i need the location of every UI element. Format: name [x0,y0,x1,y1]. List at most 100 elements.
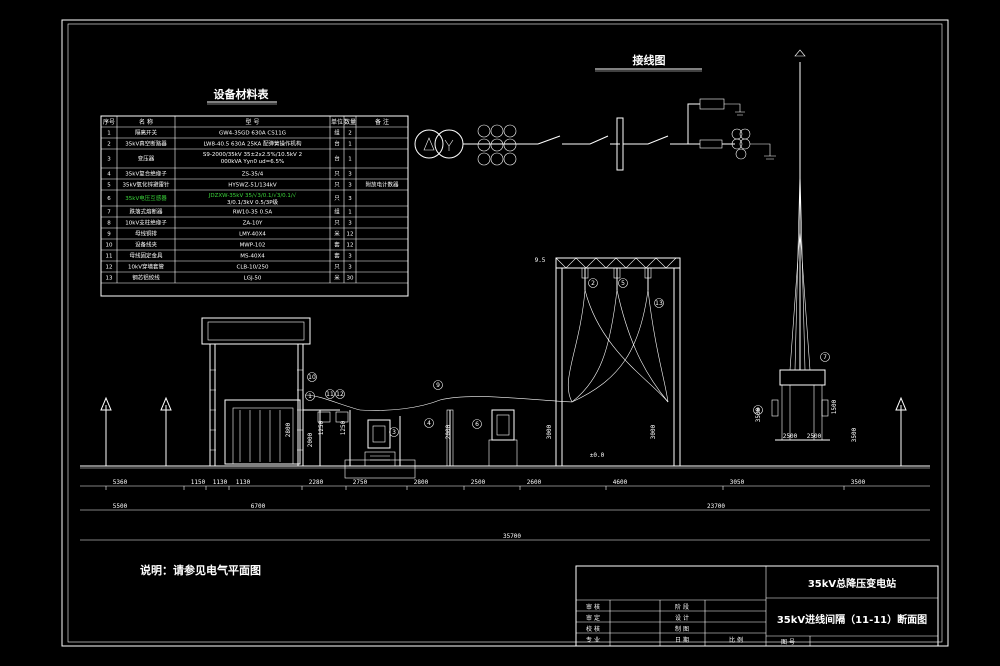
dimension-label: 2750 [353,479,368,486]
table-cell: 1 [348,210,352,216]
table-cell: GW4-35GD 630A CS11G [219,131,286,137]
table-cell: RW10-35 0.5A [233,210,273,216]
dimension-label: 1130 [213,479,228,486]
table-cell: 10kV穿墙套管 [128,263,164,271]
table-cell: CLB-10/250 [236,265,269,271]
tb-label-date: 日 期 [675,636,689,644]
switchgear-building [201,317,311,466]
table-cell: 套 [334,252,340,260]
dimension-label: 5360 [113,479,128,486]
table-cell: 3 [348,265,352,271]
table-cell: 35kV复合绝缘子 [125,170,167,178]
table-cell: 米 [334,274,340,282]
tb-label-scale: 比 例 [729,636,743,644]
table-cell: 13 [106,276,113,282]
table-cell: MS-40X4 [240,254,265,260]
dimension-label: 4600 [613,479,628,486]
table-cell: 8 [107,221,111,227]
equipment-marker [654,298,664,308]
table-cell: 10kV支柱绝缘子 [125,219,167,227]
equipment-marker-label: 4 [427,420,431,427]
height-label: 2000 [307,432,314,447]
dimension-total: 35700 [503,533,521,540]
dimension-label: 2280 [309,479,324,486]
table-cell: ZS-35/4 [242,172,264,178]
materials-table-title: 设备材料表 [214,87,270,101]
table-header-cell: 序号 [103,118,115,126]
table-cell: 12 [347,232,354,238]
table-cell: 3 [348,221,352,227]
title-block-drawing-title: 35kV进线间隔（11-11）断面图 [777,613,927,626]
equipment-marker [753,405,763,415]
table-cell: 1 [348,142,352,148]
arrester-symbol [699,98,725,110]
tb-label-check: 审 定 [586,614,600,622]
table-cell: 只 [334,182,340,189]
table-cell: 2 [107,142,111,148]
dimension-label: 1150 [191,479,206,486]
height-label: 3000 [546,424,553,439]
table-header-cell: 备 注 [375,118,389,126]
dimension-label: 23700 [707,503,725,510]
table-cell: 12 [347,243,354,249]
table-header-cell: 数量 [344,118,356,126]
current-transformer-array [477,124,517,166]
height-label: 2000 [445,424,452,439]
table-cell: 台 [334,155,340,163]
tb-label-review: 校 核 [586,625,600,633]
equipment-marker-label: 2 [591,280,595,287]
tb-label-stage: 阶 段 [675,603,689,611]
table-cell: 隔离开关 [135,129,158,137]
table-cell: S9-2000/35kV 35±2x2.5%/10.5kV 2 [203,152,302,158]
dimension-label: 2800 [414,479,429,486]
table-cell: 4 [107,172,111,178]
insulator-supports [399,410,451,466]
equipment-marker-label: 11 [326,391,334,398]
voltage-transformer [488,409,518,467]
equipment-marker [588,278,598,288]
equipment-marker [305,391,315,401]
table-cell: 9 [107,232,111,238]
equipment-marker [325,389,335,399]
table-cell: 套 [334,241,340,249]
table-cell: 7 [107,210,111,216]
level-label: ±0.0 [590,452,605,459]
tb-label-design: 设 计 [675,614,689,622]
table-cell: 组 [334,208,340,216]
height-label: 3500 [851,427,858,442]
main-transformer [344,419,416,479]
table-cell: JDZXW-35kV 35/√3/0.1/√3/0.1/√ [208,192,297,199]
height-label: 1250 [340,420,347,435]
table-cell: 35kV电压互感器 [125,194,167,202]
fence-post-left [100,396,112,466]
table-cell: 3 [348,254,352,260]
base-label: 2500 [783,433,798,440]
table-cell: 只 [334,264,340,271]
table-header-cell: 型 号 [246,118,260,126]
table-cell: 3 [348,183,352,189]
fence-post-right [895,396,907,466]
table-cell: LMY-40X4 [239,232,266,238]
table-cell: 只 [334,171,340,178]
equipment-marker-label: 1 [308,393,312,400]
table-cell: 只 [334,195,340,202]
dimension-label: 1130 [236,479,251,486]
base-label: 2500 [807,433,822,440]
table-cell: 1 [348,157,352,163]
table-cell: 35kV真空断路器 [125,140,167,148]
height-label: 1250 [318,420,325,435]
table-cell: 只 [334,220,340,227]
dimension-label: 3050 [730,479,745,486]
dimension-label: 2600 [527,479,542,486]
dimension-lines [80,485,930,541]
fence-post-left-2 [160,396,172,466]
wall-bushing-support [303,409,351,466]
title-block: 35kV总降压变电站 35kV进线间隔（11-11）断面图 审 核 审 定 校 … [575,565,939,647]
dimension-label: 5500 [113,503,128,510]
tb-label-sheet: 图 号 [781,639,795,646]
table-cell: 变压器 [138,155,155,163]
table-cell: 6 [107,196,111,202]
height-label: 1500 [831,399,838,414]
table-cell: LGJ-50 [244,276,262,282]
